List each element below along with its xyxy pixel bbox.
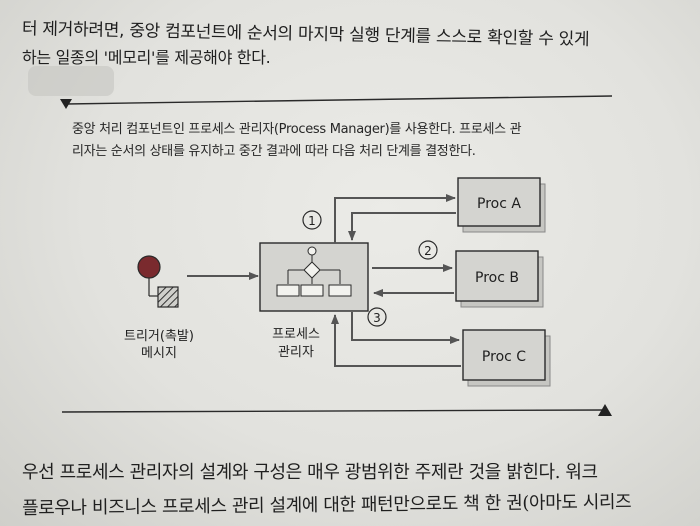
triangle-up-icon — [598, 404, 612, 416]
triangle-down-icon — [60, 99, 72, 109]
proc-b: Proc B — [455, 250, 544, 308]
proc-b-box — [455, 250, 539, 302]
bleed-through-shadow — [28, 66, 114, 96]
step-1-label: 1 — [308, 214, 316, 228]
trigger-label-line-1: 트리거(촉발) — [124, 329, 194, 344]
proc-c-to-manager-arrow — [331, 314, 461, 367]
proc-a-label: Proc A — [477, 196, 521, 212]
process-manager-box — [259, 242, 369, 312]
step-3-marker: 3 — [367, 307, 387, 327]
proc-c-box — [462, 329, 546, 381]
message-hatched-icon — [157, 286, 179, 308]
step-2-marker: 2 — [418, 240, 438, 260]
proc-c: Proc C — [462, 329, 551, 387]
proc-a-to-manager-arrow — [348, 212, 456, 241]
trigger-message: 트리거(촉발) 메시지 — [124, 255, 194, 361]
step-3-label: 3 — [373, 311, 381, 325]
body-text-line-3: 우선 프로세스 관리자의 설계와 구성은 매우 광범위한 주제란 것을 밝힌다.… — [22, 462, 598, 483]
proc-b-label: Proc B — [475, 270, 519, 286]
figure-bottom-rule — [61, 404, 612, 416]
manager-label-line-2: 관리자 — [278, 345, 314, 360]
proc-a-box — [457, 177, 541, 227]
step-2-label: 2 — [424, 244, 432, 258]
proc-a: Proc A — [457, 177, 546, 233]
figure-caption-line-1: 중앙 처리 컴포넌트인 프로세스 관리자(Process Manager)를 사… — [72, 122, 522, 137]
trigger-circle-icon — [137, 255, 161, 279]
process-manager: 프로세스 관리자 — [259, 242, 369, 360]
manager-label-line-1: 프로세스 — [272, 327, 320, 342]
manager-to-proc-a-arrow — [334, 194, 456, 243]
figure-caption-line-2: 리자는 순서의 상태를 유지하고 중간 결과에 따라 다음 처리 단계를 결정한… — [72, 144, 476, 159]
manager-to-proc-c-arrow — [351, 312, 460, 344]
body-text-line-2: 하는 일종의 '메모리'를 제공해야 한다. — [22, 48, 271, 67]
proc-c-label: Proc C — [482, 349, 526, 365]
flowchart-icon — [276, 246, 352, 297]
figure-top-rule — [60, 95, 613, 109]
trigger-label-line-2: 메시지 — [141, 346, 177, 361]
step-1-marker: 1 — [302, 210, 322, 230]
